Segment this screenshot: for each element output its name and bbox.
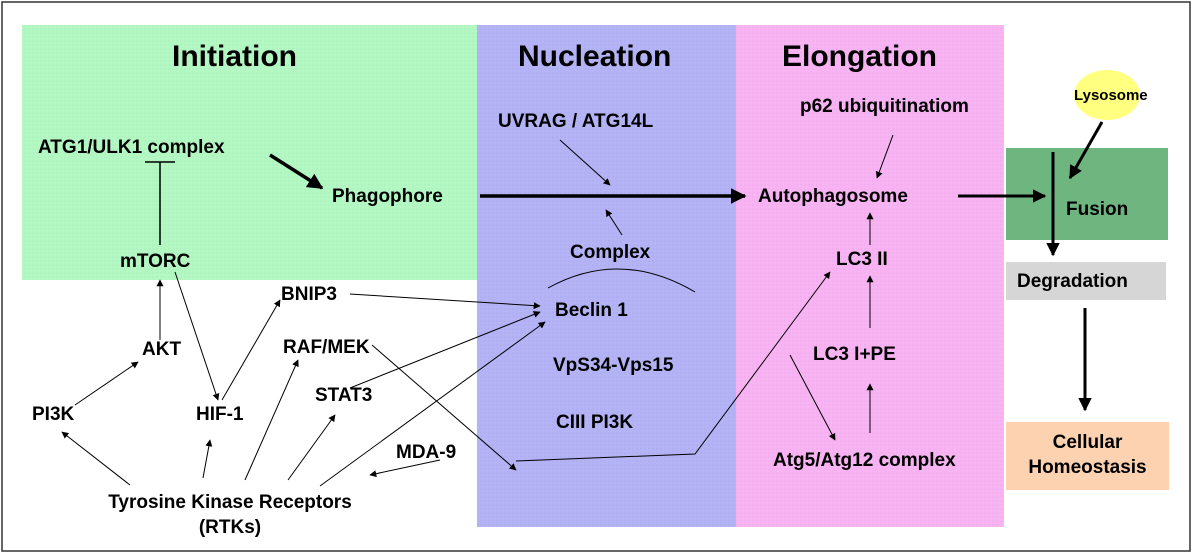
complex-node: Complex: [570, 242, 651, 263]
rtk-node-line1: Tyrosine Kinase Receptors: [108, 492, 352, 513]
rtk-node-line2: (RTKs): [198, 517, 262, 538]
atg1-ulk1-node: ATG1/ULK1 complex: [38, 137, 225, 158]
autophagosome-node: Autophagosome: [758, 186, 908, 207]
raf-mek-node: RAF/MEK: [283, 337, 370, 358]
stat3-node: STAT3: [315, 385, 373, 406]
complex-arc: [547, 268, 696, 293]
akt-node: AKT: [142, 339, 182, 360]
lc3ipe-node: LC3 I+PE: [813, 344, 896, 365]
initiation-panel: [22, 25, 477, 280]
rafmek-arrow: [371, 344, 517, 471]
p62-arrow: [875, 134, 894, 179]
nucleation-title: Nucleation: [518, 40, 672, 73]
ciii-pi3k-node: CIII PI3K: [556, 412, 634, 433]
hif1-node: HIF-1: [196, 404, 244, 425]
bnip3-node: BNIP3: [281, 284, 337, 305]
atg1-to-phagophore-arrow: [269, 153, 324, 190]
fusion-label: Fusion: [1066, 199, 1129, 220]
mtorc-node: mTORC: [120, 251, 191, 272]
lysosome-to-fusion-arrow: [1068, 121, 1104, 180]
degradation-box: [1006, 262, 1166, 300]
atg5-atg12-node: Atg5/Atg12 complex: [773, 450, 956, 471]
p62-node: p62 ubiquitinatiom: [800, 96, 969, 117]
initiation-title: Initiation: [172, 40, 297, 73]
hif1-to-bnip3-arrow: [221, 299, 281, 401]
homeostasis-label-line2: Homeostasis: [1028, 457, 1147, 478]
fusion-box: [1006, 148, 1168, 240]
rtk-to-lc3ii-arrow: [515, 271, 831, 462]
rtk-to-stat3-arrow: [287, 414, 336, 481]
homeostasis-box: [1006, 422, 1169, 490]
uvrag-arrow: [559, 139, 611, 186]
lc3ii-node: LC3 II: [836, 249, 888, 270]
lysosome-ellipse: [1074, 70, 1140, 120]
stat3-to-beclin1-arrow: [349, 311, 541, 389]
complex-arrow: [605, 209, 623, 236]
mtorc-to-hif1-arrow: [174, 271, 220, 401]
rtk-to-beclin1-arrow: [319, 321, 546, 487]
vps-node: VpS34-Vps15: [553, 355, 674, 376]
to-atg5-arrow: [789, 354, 836, 441]
elongation-title: Elongation: [782, 40, 937, 73]
nucleation-panel: [477, 25, 736, 527]
mda9-to-rtk-arrow: [369, 459, 441, 478]
phagophore-node: Phagophore: [332, 186, 443, 207]
bnip3-to-beclin1-arrow: [349, 293, 541, 310]
pi3k-node: PI3K: [32, 404, 75, 425]
rtk-to-rafmek-arrow: [244, 359, 299, 481]
rtk-to-pi3k-arrow: [61, 431, 131, 486]
lysosome-label: Lysosome: [1074, 87, 1148, 104]
mda9-node: MDA-9: [396, 442, 457, 463]
beclin1-node: Beclin 1: [555, 300, 628, 321]
degradation-label: Degradation: [1017, 271, 1128, 292]
uvrag-node: UVRAG / ATG14L: [498, 111, 654, 132]
homeostasis-label-line1: Cellular: [1052, 432, 1123, 453]
pi3k-to-akt-arrow: [74, 361, 139, 406]
rtk-to-hif1-arrow: [202, 439, 213, 479]
